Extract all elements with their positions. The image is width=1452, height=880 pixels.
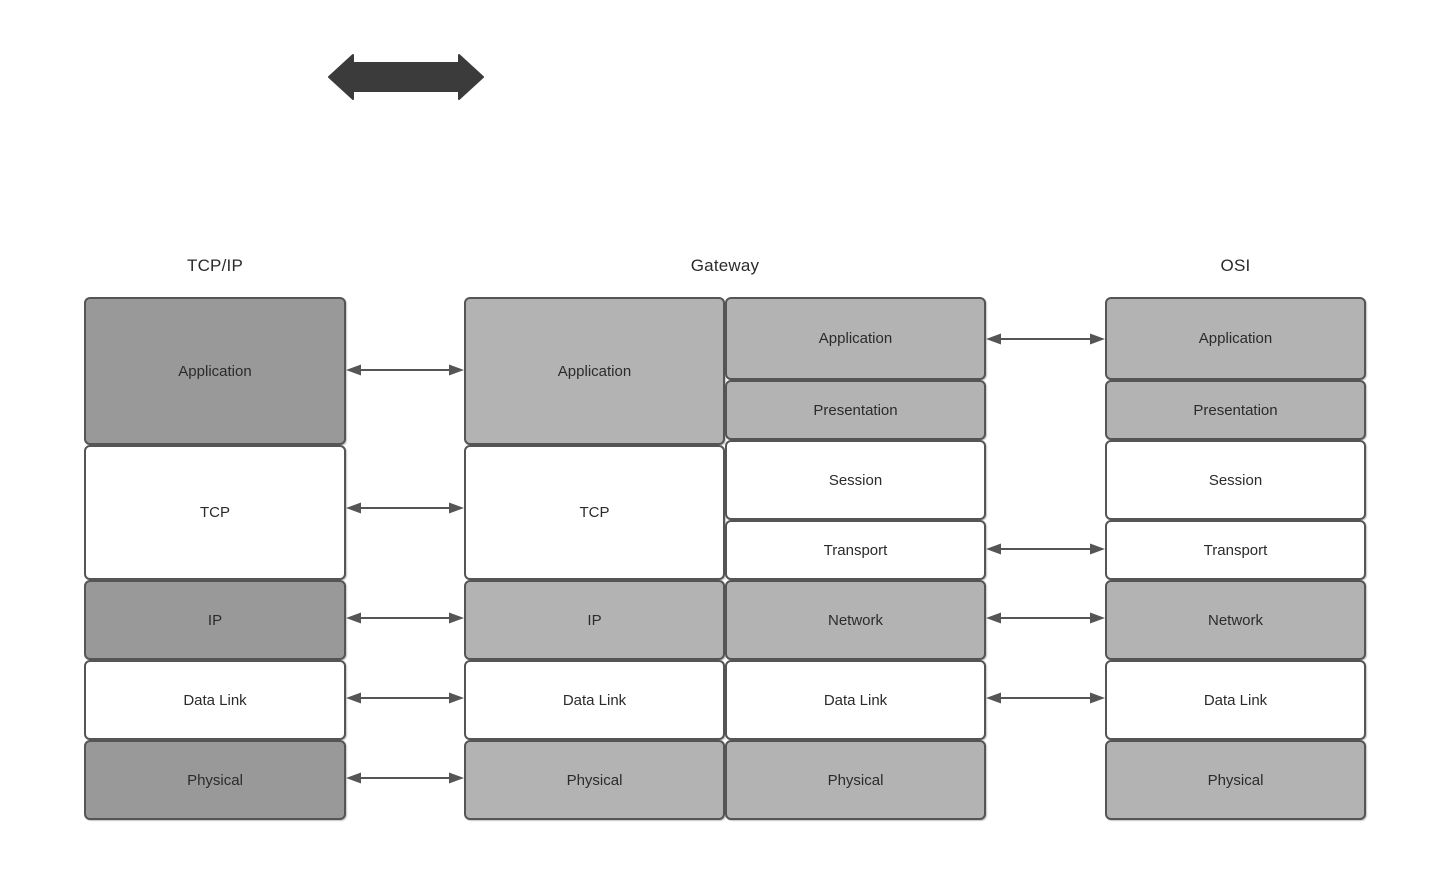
layer-label: Network [1207,611,1263,629]
layer-label: Session [1208,471,1263,489]
layer-box-osi-network: Network [1105,580,1366,660]
layer-label: Physical [1207,771,1264,789]
layer-label: Application [557,362,632,380]
column-header-gateway: Gateway [690,256,760,275]
layer-box-tcpip-application: Application [84,297,346,445]
connector-arrow-right-data-link-data-link [986,691,1105,705]
layer-box-tcpip-ip: IP [84,580,346,660]
layer-label: Data Link [1203,691,1268,709]
layer-box-osi-data-link: Data Link [1105,660,1366,740]
column-header-tcpip: TCP/IP [187,256,243,275]
layer-box-gateway-left-physical: Physical [464,740,725,820]
layer-label: Transport [1203,541,1268,559]
connector-arrow-left-tcp-tcp [346,501,464,515]
layer-label: Physical [827,771,884,789]
connector-arrow-left-data-link-data-link [346,691,464,705]
layer-label: Data Link [183,691,247,709]
layer-label: Presentation [813,401,898,419]
layer-label: Network [827,611,883,629]
layer-label: Application [1198,330,1273,347]
layer-box-osi-session: Session [1105,440,1366,520]
layer-label: Application [178,362,252,380]
layer-label: Presentation [1193,401,1278,419]
layer-box-osi-application: Application [1105,297,1366,380]
layer-box-gateway-left-tcp: TCP [464,445,725,580]
bidirectional-block-arrow-icon [327,53,485,101]
layer-label: TCP [200,504,230,521]
layer-box-tcpip-tcp: TCP [84,445,346,580]
layer-label: Physical [187,771,243,789]
column-header-osi: OSI [1220,256,1251,275]
connector-arrow-right-transport-transport [986,542,1105,556]
connector-arrow-right-application-application [986,332,1105,346]
connector-arrow-left-physical-physical [346,771,464,785]
connector-arrow-right-network-network [986,611,1105,625]
connector-arrow-left-ip-ip [346,611,464,625]
connector-arrow-left-application-application [346,363,464,377]
layer-box-gateway-right-network: Network [725,580,986,660]
layer-label: IP [207,611,223,629]
layer-box-gateway-right-application: Application [725,297,986,380]
layer-box-gateway-right-session: Session [725,440,986,520]
layer-box-gateway-left-application: Application [464,297,725,445]
layer-label: TCP [579,504,610,521]
layer-box-osi-presentation: Presentation [1105,380,1366,440]
layer-box-osi-transport: Transport [1105,520,1366,580]
layer-box-gateway-right-transport: Transport [725,520,986,580]
layer-label: IP [587,611,602,629]
layer-box-tcpip-physical: Physical [84,740,346,820]
layer-box-gateway-left-ip: IP [464,580,725,660]
layer-label: Session [828,471,883,489]
layer-label: Transport [823,541,888,559]
layer-box-tcpip-data-link: Data Link [84,660,346,740]
layer-label: Application [818,330,893,347]
layer-box-gateway-right-physical: Physical [725,740,986,820]
layer-box-osi-physical: Physical [1105,740,1366,820]
layer-box-gateway-right-presentation: Presentation [725,380,986,440]
layer-box-gateway-left-data-link: Data Link [464,660,725,740]
layer-label: Data Link [562,691,627,709]
layer-label: Data Link [823,691,888,709]
layer-label: Physical [566,771,623,789]
layer-box-gateway-right-data-link: Data Link [725,660,986,740]
